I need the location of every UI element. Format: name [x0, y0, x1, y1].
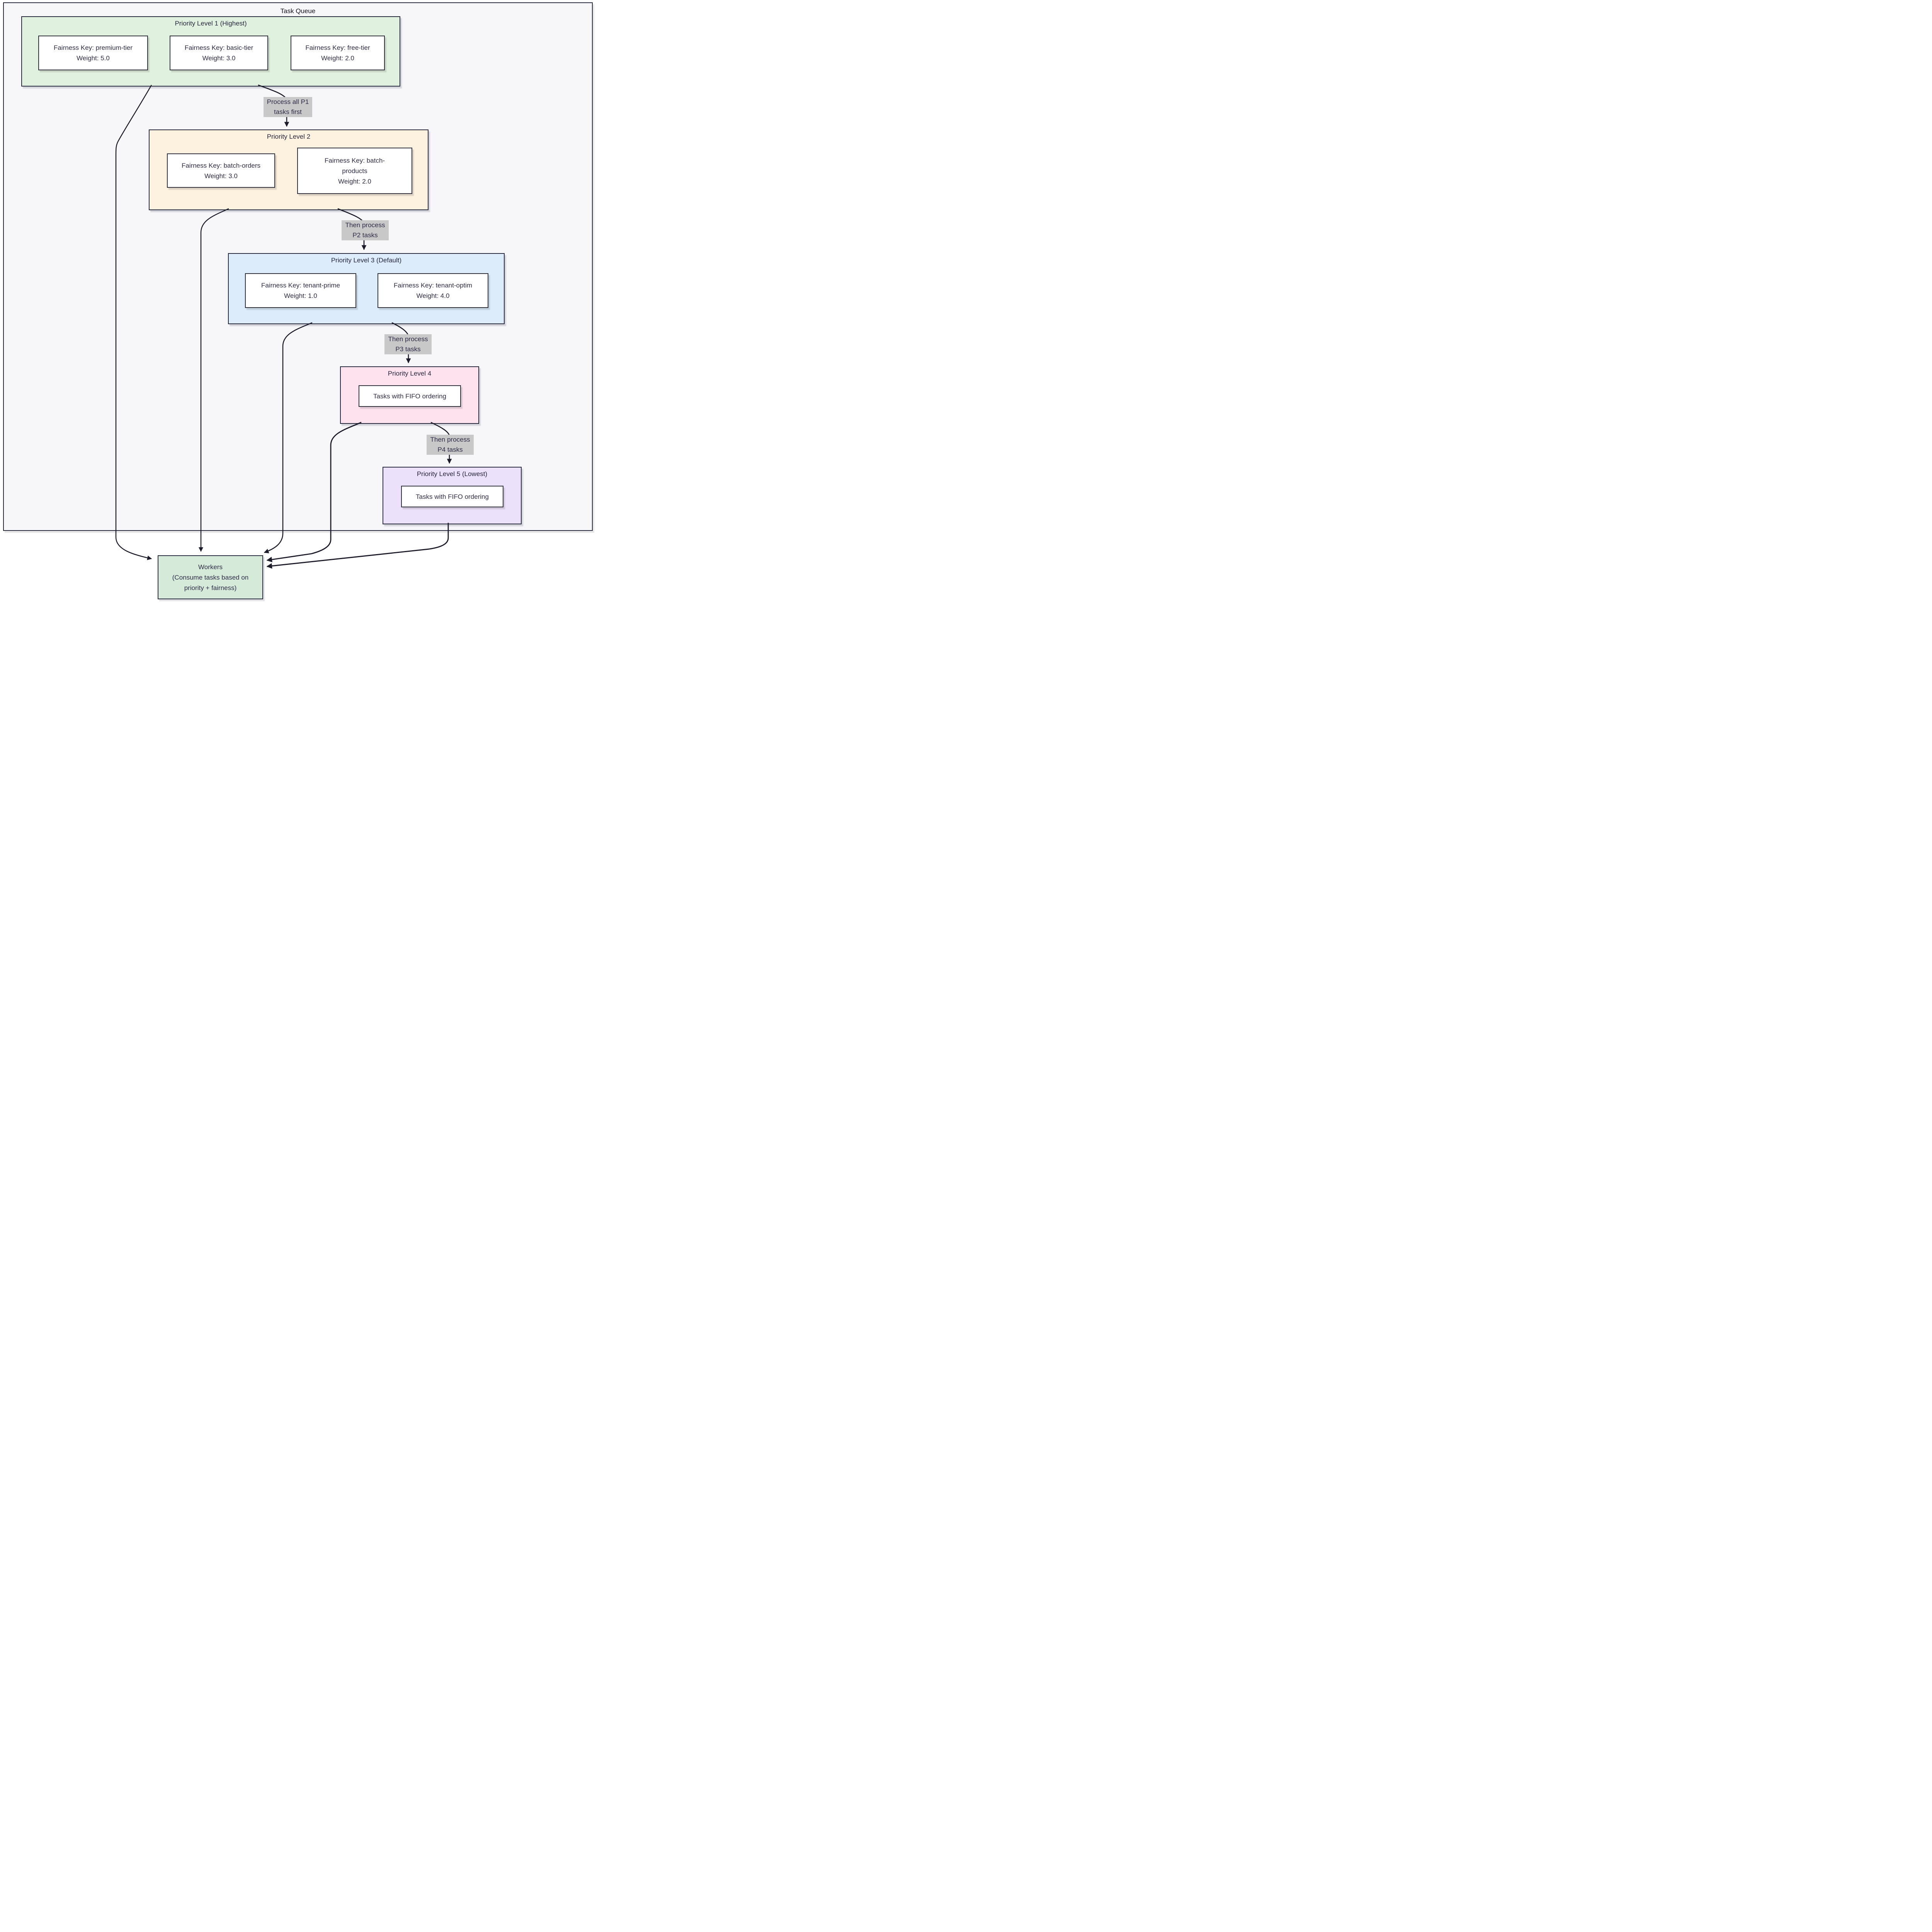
node-workers: Workers (Consume tasks based on priority… [158, 555, 263, 599]
node-line: Workers [198, 563, 223, 571]
edge-label-process-p2: Then process P2 tasks [342, 220, 389, 240]
node-line: Tasks with FIFO ordering [373, 392, 446, 400]
node-batch-products: Fairness Key: batch- products Weight: 2.… [297, 148, 412, 194]
cluster-priority-level-1: Priority Level 1 (Highest) Fairness Key:… [21, 16, 400, 87]
edge-label-process-p4: Then process P4 tasks [427, 435, 474, 455]
edge-label-line: P2 tasks [352, 231, 378, 239]
cluster-priority-level-4: Priority Level 4 Tasks with FIFO orderin… [340, 366, 479, 424]
edge-label-line: P4 tasks [437, 446, 463, 453]
cluster-title-p1: Priority Level 1 (Highest) [175, 20, 247, 27]
node-line: Weight: 1.0 [284, 292, 317, 299]
node-line: products [342, 167, 367, 175]
cluster-title-p4: Priority Level 4 [388, 370, 432, 377]
edge-label-line: tasks first [274, 108, 302, 116]
cluster-title-p5: Priority Level 5 (Lowest) [417, 470, 488, 478]
node-fifo-p4: Tasks with FIFO ordering [359, 385, 461, 407]
node-tenant-optim: Fairness Key: tenant-optim Weight: 4.0 [378, 273, 488, 308]
node-line: Weight: 3.0 [202, 54, 236, 62]
node-line: (Consume tasks based on [172, 573, 249, 581]
node-tenant-prime: Fairness Key: tenant-prime Weight: 1.0 [245, 273, 356, 308]
edge-label-line: P3 tasks [395, 345, 421, 353]
node-premium-tier: Fairness Key: premium-tier Weight: 5.0 [38, 36, 148, 70]
node-line: Weight: 4.0 [416, 292, 450, 299]
cluster-priority-level-5: Priority Level 5 (Lowest) Tasks with FIF… [383, 467, 522, 524]
node-line: Tasks with FIFO ordering [416, 493, 489, 500]
node-batch-orders: Fairness Key: batch-orders Weight: 3.0 [167, 153, 275, 188]
node-line: Weight: 5.0 [77, 54, 110, 62]
cluster-title-p2: Priority Level 2 [267, 133, 311, 140]
node-line: Fairness Key: batch- [325, 156, 385, 164]
task-queue-title: Task Queue [280, 7, 316, 15]
edge-label-process-p1: Process all P1 tasks first [264, 97, 312, 117]
edge-label-line: Then process [388, 335, 428, 343]
edge-label-line: Then process [345, 221, 385, 229]
cluster-priority-level-3: Priority Level 3 (Default) Fairness Key:… [228, 253, 505, 324]
node-line: priority + fairness) [184, 584, 237, 592]
edge-label-line: Then process [430, 436, 470, 443]
cluster-title-p3: Priority Level 3 (Default) [331, 257, 402, 264]
node-line: Weight: 3.0 [204, 172, 238, 180]
node-line: Weight: 2.0 [338, 177, 371, 185]
node-basic-tier: Fairness Key: basic-tier Weight: 3.0 [170, 36, 268, 70]
node-line: Fairness Key: tenant-optim [393, 282, 473, 289]
diagram-canvas: Task Queue Priority Level 1 (Highest) Fa… [0, 0, 596, 601]
node-line: Fairness Key: batch-orders [181, 162, 261, 169]
cluster-priority-level-2: Priority Level 2 Fairness Key: batch-ord… [149, 129, 429, 210]
node-line: Fairness Key: premium-tier [53, 44, 133, 51]
node-line: Fairness Key: tenant-prime [261, 282, 340, 289]
edge-label-line: Process all P1 [267, 98, 309, 105]
node-fifo-p5: Tasks with FIFO ordering [401, 486, 503, 507]
edge-label-process-p3: Then process P3 tasks [384, 334, 432, 354]
node-line: Fairness Key: basic-tier [184, 44, 253, 51]
node-line: Fairness Key: free-tier [305, 44, 370, 51]
node-free-tier: Fairness Key: free-tier Weight: 2.0 [291, 36, 385, 70]
node-line: Weight: 2.0 [321, 54, 354, 62]
